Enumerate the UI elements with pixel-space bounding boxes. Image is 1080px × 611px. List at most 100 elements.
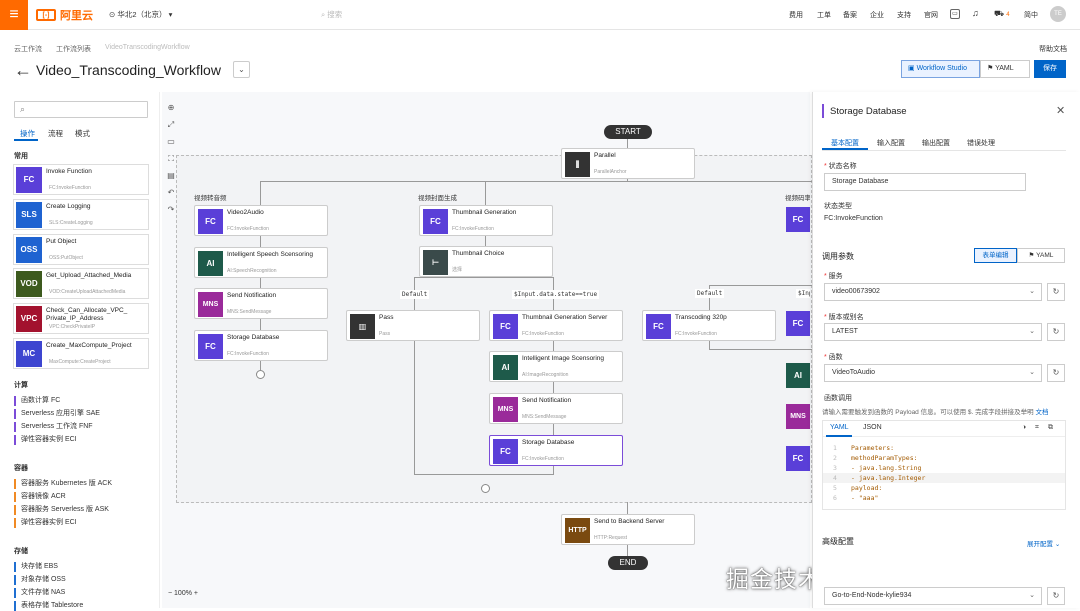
expand-config-link[interactable]: 展开配置 ⌄	[1027, 538, 1060, 548]
list-item[interactable]: 对象存储 OSS	[14, 575, 66, 585]
locate-icon[interactable]: ⊕	[167, 103, 175, 112]
service-select[interactable]: video00673902⌄	[824, 283, 1042, 301]
close-icon[interactable]: ✕	[1056, 105, 1066, 117]
breadcrumb-item-list[interactable]: 工作流列表	[56, 46, 91, 53]
region-label: 华北2（北京）	[117, 10, 167, 19]
avatar[interactable]: TE	[1050, 6, 1066, 22]
list-item[interactable]: 容器镜像 ACR	[14, 492, 66, 502]
fit-view-icon[interactable]: ⤢	[167, 120, 175, 129]
title-dropdown-button[interactable]: ⌄	[233, 61, 250, 78]
help-docs-link[interactable]: 帮助文档	[1039, 46, 1067, 53]
fc-icon[interactable]: FC	[786, 446, 810, 471]
back-arrow-icon[interactable]: ←	[14, 60, 32, 80]
nav-official[interactable]: 官网	[924, 12, 938, 19]
list-item[interactable]: 函数计算 FC	[14, 396, 60, 406]
nav-ticket[interactable]: 工单	[817, 12, 831, 19]
state-name-input[interactable]: Storage Database	[824, 173, 1026, 191]
pass-node[interactable]: ▥ Pass Pass	[346, 310, 480, 341]
list-item[interactable]: Serverless 应用引擎 SAE	[14, 409, 100, 419]
mns-icon[interactable]: MNS	[786, 404, 810, 429]
nav-icp[interactable]: 备案	[843, 12, 857, 19]
list-item[interactable]: 容器服务 Kubernetes 版 ACK	[14, 479, 112, 489]
transcoding-node[interactable]: FC Transcoding 320p FC:InvokeFunction	[642, 310, 776, 341]
aliyun-logo[interactable]: [-]阿里云	[36, 8, 93, 22]
copy-icon[interactable]: ⧉	[1048, 424, 1053, 431]
parallel-node[interactable]: ⫼ Parallel ParallelAnchor	[561, 148, 695, 179]
list-item[interactable]: 容器服务 Serverless 版 ASK	[14, 505, 109, 515]
tab-error-handling[interactable]: 错误处理	[967, 140, 995, 147]
editor-tab-yaml[interactable]: YAML	[830, 424, 849, 431]
nav-enterprise[interactable]: 企业	[870, 12, 884, 19]
list-item[interactable]: 弹性容器实例 ECI	[14, 518, 77, 528]
yaml-edit-toggle[interactable]: ⚑ YAML	[1017, 248, 1065, 263]
tab-mode[interactable]: 模式	[75, 129, 90, 138]
version-select[interactable]: LATEST⌄	[824, 323, 1042, 341]
theme-icon[interactable]: ◑	[1022, 424, 1027, 431]
fc-icon[interactable]: FC	[786, 311, 810, 336]
frame-icon[interactable]: ▭	[167, 137, 175, 146]
cart-icon[interactable]: ⛟ 4	[994, 9, 1010, 18]
docs-link[interactable]: 文档	[1035, 409, 1049, 416]
tab-basic-config[interactable]: 基本配置	[831, 140, 859, 147]
refresh-icon[interactable]: ↻	[1047, 364, 1065, 382]
list-item[interactable]: 块存储 EBS	[14, 562, 58, 572]
tab-flow[interactable]: 流程	[48, 129, 63, 138]
redo-icon[interactable]: ↷	[167, 205, 175, 214]
breadcrumb-item-cloudflow[interactable]: 云工作流	[14, 46, 42, 53]
ai-icon[interactable]: AI	[786, 363, 810, 388]
end-node[interactable]: END	[608, 556, 648, 570]
format-icon[interactable]: ⌗	[1035, 424, 1039, 431]
refresh-icon[interactable]: ↻	[1047, 587, 1065, 605]
editor-tab-json[interactable]: JSON	[863, 424, 882, 431]
layout-icon[interactable]: ▤	[167, 171, 175, 180]
tab-output-config[interactable]: 输出配置	[922, 140, 950, 147]
region-selector[interactable]: ⊙ 华北2（北京） ▾	[109, 10, 173, 19]
language-switch[interactable]: 简中	[1024, 12, 1038, 19]
fullscreen-icon[interactable]: ⛶	[168, 154, 174, 163]
payload-editor[interactable]	[822, 420, 1066, 510]
form-edit-toggle[interactable]: 表单编辑	[974, 248, 1017, 263]
tab-input-config[interactable]: 输入配置	[877, 140, 905, 147]
workflow-studio-button[interactable]: ▣ Workflow Studio	[901, 60, 980, 78]
refresh-icon[interactable]: ↻	[1047, 323, 1065, 341]
node-name: Storage Database	[522, 439, 575, 446]
tab-operations[interactable]: 操作	[20, 129, 35, 138]
undo-icon[interactable]: ↶	[167, 188, 175, 197]
http-node[interactable]: HTTP Send to Backend Server HTTP:Request	[561, 514, 695, 545]
refresh-icon[interactable]: ↻	[1047, 283, 1065, 301]
list-item[interactable]: 表格存储 Tablestore	[14, 601, 83, 611]
message-icon[interactable]: ▭	[950, 9, 960, 19]
bell-icon[interactable]: ♫	[972, 8, 979, 18]
list-item[interactable]: 弹性容器实例 ECI	[14, 435, 77, 445]
nav-billing[interactable]: 费用	[789, 12, 803, 19]
fc-icon[interactable]: FC	[786, 207, 810, 232]
list-item[interactable]: Serverless 工作流 FNF	[14, 422, 93, 432]
list-item[interactable]: 文件存储 NAS	[14, 588, 65, 598]
yaml-button[interactable]: ⚑ YAML	[980, 60, 1030, 78]
start-node[interactable]: START	[604, 125, 652, 139]
library-search-input[interactable]: ⌕	[14, 101, 148, 118]
global-search[interactable]: ⌕ 搜索	[321, 9, 342, 20]
nav-support[interactable]: 支持	[897, 12, 911, 19]
menu-icon[interactable]: ≡	[0, 0, 28, 30]
zoom-control[interactable]: − 100% +	[168, 590, 198, 597]
save-button[interactable]: 保存	[1034, 60, 1066, 78]
next-state-select[interactable]: Go-to-End-Node-kylie934⌄	[824, 587, 1042, 605]
function-select[interactable]: VideoToAudio⌄	[824, 364, 1042, 382]
